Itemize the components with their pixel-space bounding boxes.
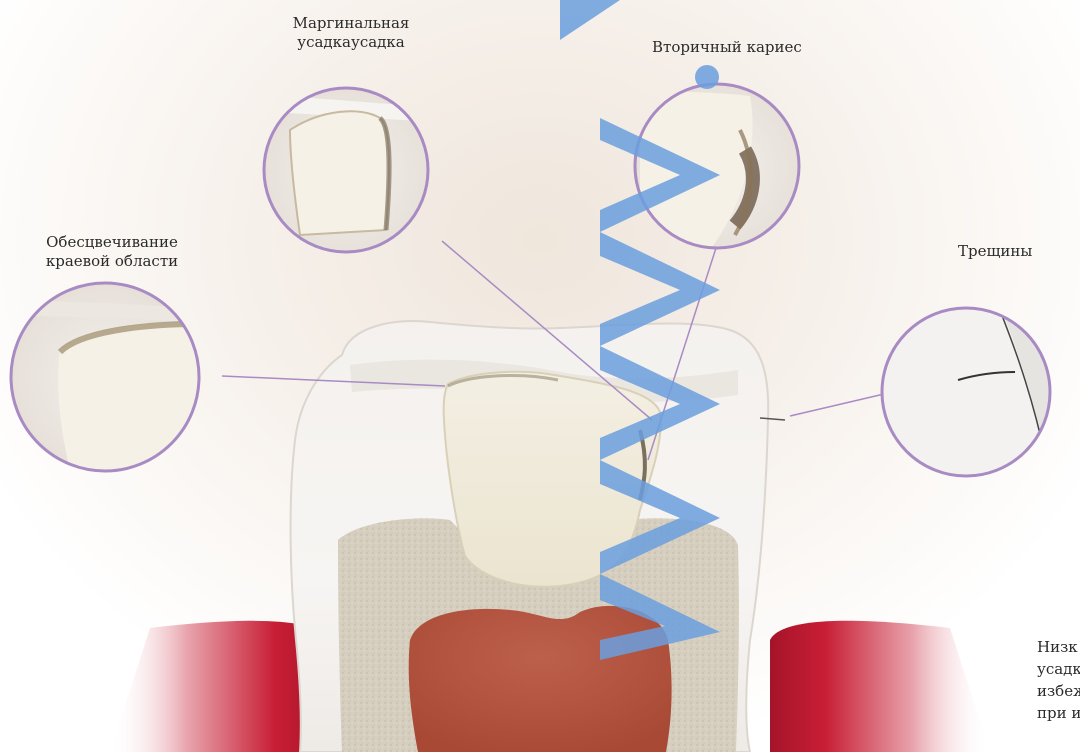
caption-line: при и: [1037, 702, 1080, 724]
caption-line: избеж: [1037, 680, 1080, 702]
label-marginal-shrinkage-line2: усадкаусадка: [276, 33, 426, 52]
caption-line: усадк: [1037, 658, 1080, 680]
tooth-pulp: [409, 606, 672, 752]
zoom-secondary-caries: [630, 80, 805, 255]
gum-right: [770, 621, 990, 752]
caption-line: Низк: [1037, 636, 1080, 658]
label-marginal-shrinkage: Маргинальная усадкаусадка: [276, 14, 426, 52]
label-marginal-shrinkage-line1: Маргинальная: [276, 14, 426, 33]
label-discoloration-line2: краевой области: [32, 252, 192, 271]
leader-line-cracks: [790, 394, 884, 416]
caption-text: Низк усадк избеж при и: [1037, 636, 1080, 724]
label-discoloration-line1: Обесцвечивание: [32, 233, 192, 252]
zoom-cracks: [880, 280, 1060, 478]
label-secondary-caries: Вторичный кариес: [652, 38, 802, 57]
label-cracks: Трещины: [958, 242, 1032, 261]
label-discoloration: Обесцвечивание краевой области: [32, 233, 192, 271]
